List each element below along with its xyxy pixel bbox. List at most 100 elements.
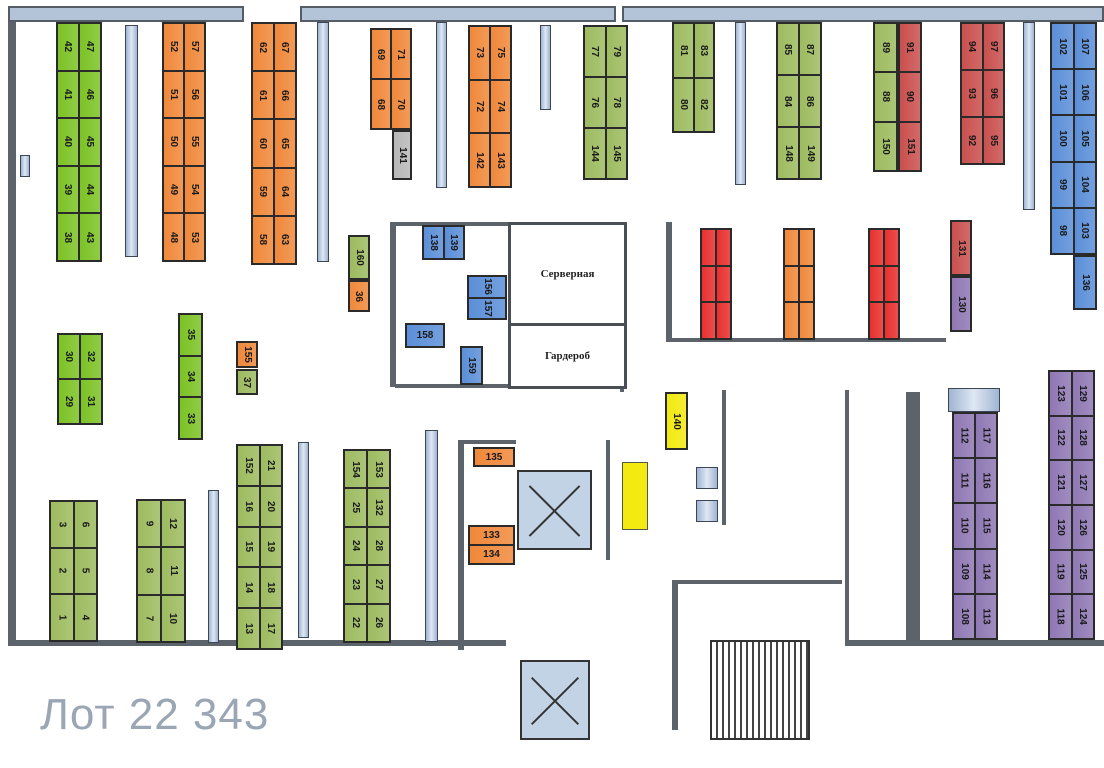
desk-seat[interactable]: 60 [252, 119, 274, 168]
desk-seat[interactable]: 155 [237, 342, 257, 367]
desk-seat[interactable] [884, 302, 899, 339]
desk-seat[interactable]: 70 [391, 79, 411, 129]
desk-seat[interactable]: 62 [252, 23, 274, 72]
desk-seat[interactable]: 44 [79, 165, 101, 214]
desk-seat[interactable]: 36 [349, 281, 369, 311]
desk-seat[interactable]: 153 [367, 450, 390, 489]
desk-seat[interactable]: 117 [975, 413, 997, 459]
desk-seat[interactable]: 52 [163, 23, 184, 71]
desk-seat[interactable]: 75 [490, 26, 511, 80]
desk-seat[interactable]: 4 [73, 594, 97, 641]
desk-seat[interactable]: 40 [57, 118, 79, 166]
desk-seat[interactable]: 17 [259, 608, 282, 649]
desk-seat[interactable]: 92 [961, 117, 983, 164]
desk-seat[interactable]: 3 [50, 501, 74, 548]
desk-seat[interactable]: 84 [777, 75, 799, 127]
desk-seat[interactable]: 141 [393, 131, 411, 179]
desk-seat[interactable]: 148 [777, 127, 799, 179]
desk-seat[interactable] [884, 265, 899, 303]
desk-seat[interactable]: 18 [259, 567, 282, 609]
desk-seat[interactable] [701, 265, 716, 303]
desk-seat[interactable]: 130 [951, 277, 971, 331]
desk-seat[interactable]: 94 [961, 23, 983, 70]
desk-seat[interactable]: 79 [605, 26, 627, 77]
desk-seat[interactable]: 6 [73, 501, 97, 548]
desk-seat[interactable]: 110 [953, 503, 975, 549]
desk-seat[interactable]: 2 [50, 547, 74, 595]
desk-seat[interactable]: 24 [344, 526, 367, 566]
desk-seat[interactable]: 154 [344, 450, 367, 489]
desk-seat[interactable]: 116 [975, 458, 997, 504]
desk-seat[interactable]: 54 [184, 165, 205, 214]
desk-seat[interactable]: 74 [490, 79, 511, 134]
desk-seat[interactable]: 53 [184, 213, 205, 261]
desk-seat[interactable]: 63 [274, 215, 296, 264]
desk-seat[interactable]: 45 [79, 118, 101, 166]
desk-seat[interactable]: 67 [274, 23, 296, 72]
desk-seat[interactable]: 98 [1051, 207, 1074, 254]
desk-seat[interactable]: 136 [1074, 256, 1096, 309]
desk-seat[interactable] [784, 302, 799, 339]
desk-seat[interactable]: 101 [1051, 69, 1074, 116]
desk-seat[interactable]: 142 [469, 133, 490, 187]
desk-seat[interactable]: 102 [1051, 23, 1074, 70]
desk-seat[interactable]: 104 [1073, 161, 1096, 208]
desk-seat[interactable]: 135 [474, 448, 514, 466]
desk-seat[interactable]: 113 [975, 593, 997, 639]
desk-seat[interactable]: 108 [953, 593, 975, 639]
desk-seat[interactable]: 49 [163, 165, 184, 214]
desk-seat[interactable]: 95 [982, 117, 1004, 164]
desk-seat[interactable]: 96 [982, 70, 1004, 117]
desk-seat[interactable] [701, 229, 716, 266]
desk-seat[interactable]: 109 [953, 548, 975, 594]
desk-seat[interactable]: 129 [1071, 371, 1094, 416]
desk-seat[interactable]: 5 [73, 547, 97, 595]
desk-seat[interactable]: 41 [57, 70, 79, 119]
desk-seat[interactable]: 73 [469, 26, 490, 80]
desk-seat[interactable]: 38 [57, 213, 79, 261]
desk-seat[interactable]: 48 [163, 213, 184, 261]
desk-seat[interactable]: 125 [1071, 549, 1094, 595]
desk-seat[interactable]: 51 [163, 70, 184, 119]
desk-seat[interactable]: 37 [237, 370, 257, 394]
desk-seat[interactable]: 122 [1049, 415, 1072, 461]
desk-seat[interactable]: 123 [1049, 371, 1072, 416]
desk-seat[interactable]: 159 [461, 347, 482, 384]
desk-seat[interactable]: 34 [179, 355, 202, 398]
desk-seat[interactable]: 152 [237, 445, 260, 486]
desk-seat[interactable]: 78 [605, 77, 627, 128]
desk-seat[interactable]: 59 [252, 167, 274, 216]
desk-seat[interactable]: 64 [274, 167, 296, 216]
desk-seat[interactable]: 8 [137, 547, 161, 595]
desk-seat[interactable]: 21 [259, 445, 282, 486]
desk-seat[interactable]: 43 [79, 213, 101, 261]
desk-seat[interactable]: 29 [58, 379, 80, 424]
desk-seat[interactable]: 1 [50, 594, 74, 641]
desk-seat[interactable]: 82 [693, 77, 714, 132]
desk-seat[interactable]: 115 [975, 503, 997, 549]
desk-seat[interactable]: 55 [184, 118, 205, 166]
desk-seat[interactable] [784, 265, 799, 303]
desk-seat[interactable]: 151 [899, 121, 921, 171]
desk-seat[interactable]: 42 [57, 23, 79, 71]
desk-seat[interactable]: 118 [1049, 594, 1072, 639]
desk-seat[interactable]: 46 [79, 70, 101, 119]
desk-seat[interactable] [884, 229, 899, 266]
desk-seat[interactable] [869, 302, 884, 339]
desk-seat[interactable]: 76 [584, 77, 606, 128]
desk-seat[interactable]: 91 [899, 23, 921, 73]
desk-seat[interactable]: 138 [423, 226, 444, 259]
desk-seat[interactable] [799, 302, 814, 339]
desk-seat[interactable]: 144 [584, 128, 606, 179]
desk-seat[interactable]: 72 [469, 79, 490, 134]
desk-seat[interactable]: 149 [799, 127, 821, 179]
desk-seat[interactable]: 121 [1049, 460, 1072, 505]
desk-seat[interactable]: 127 [1071, 460, 1094, 505]
desk-seat[interactable] [784, 229, 799, 266]
desk-seat[interactable]: 97 [982, 23, 1004, 70]
desk-seat[interactable] [716, 302, 731, 339]
desk-seat[interactable]: 124 [1071, 594, 1094, 639]
desk-seat[interactable]: 32 [80, 334, 102, 379]
desk-seat[interactable]: 139 [443, 226, 464, 259]
desk-seat[interactable] [799, 229, 814, 266]
